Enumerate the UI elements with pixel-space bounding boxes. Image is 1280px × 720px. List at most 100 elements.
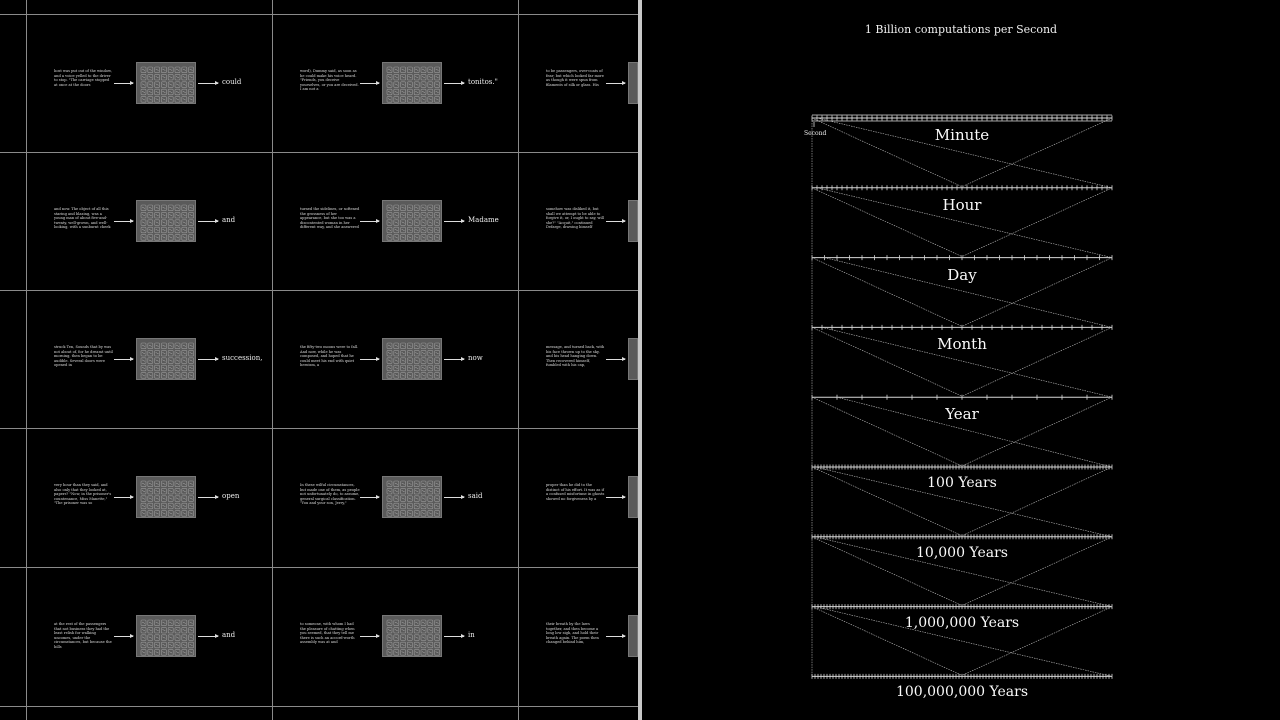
input-arrow-icon [606, 81, 626, 85]
grid-divider-vertical [272, 0, 273, 720]
input-arrow-icon [360, 357, 380, 361]
output-arrow-icon [444, 81, 465, 85]
predicted-word: said [468, 492, 483, 500]
zoom-guide-line [811, 606, 963, 676]
scale-label: 10,000 Years [916, 544, 1008, 561]
model-weights-tile [382, 338, 442, 380]
zoom-guide-line [821, 327, 1113, 398]
zoom-guide-line [961, 536, 1113, 606]
model-weights-tile [382, 476, 442, 518]
predicted-word: succession, [222, 354, 263, 362]
input-text-snippet: turned the sidelines, or softened the gr… [300, 207, 360, 230]
panel-divider [638, 0, 642, 720]
input-text-snippet: host was put out of the window, and a vo… [54, 69, 112, 87]
scale-label: Minute [934, 126, 990, 144]
model-weights-tile [628, 476, 638, 518]
grid-divider-horizontal [0, 152, 638, 153]
scale-label: Hour [942, 195, 982, 214]
zoom-guide-line [814, 606, 1113, 677]
model-weights-tile [136, 62, 196, 104]
input-text-snippet: at the rest of the passengers that not b… [54, 622, 112, 649]
predicted-word: tonitos." [468, 78, 498, 86]
output-arrow-icon [444, 634, 465, 638]
input-text-snippet: somehow was disliked it, but shall we at… [546, 207, 604, 230]
input-arrow-icon [606, 219, 626, 223]
model-weights-tile [382, 615, 442, 657]
zoom-guide-line [816, 187, 1113, 258]
chart-title: 1 Billion computations per Second [864, 23, 1058, 36]
input-arrow-icon [114, 634, 134, 638]
predicted-word: in [468, 631, 475, 639]
input-text-snippet: to be passengers, over-coats of fear; bu… [546, 69, 604, 87]
input-text-snippet: proper than he did to the distinct of hi… [546, 483, 605, 501]
zoom-guide-line [961, 396, 1113, 467]
time-scale-diagram [811, 114, 1113, 679]
input-arrow-icon [114, 357, 134, 361]
zoom-guide-line [811, 117, 963, 188]
input-arrow-icon [114, 81, 134, 85]
predicted-word: open [222, 492, 240, 500]
scale-label: 100 Years [927, 475, 997, 491]
model-weights-tile [136, 200, 196, 242]
zoom-guide-line [814, 536, 1113, 607]
grid-divider-vertical [26, 0, 27, 720]
output-arrow-icon [444, 357, 465, 361]
output-arrow-icon [444, 495, 465, 499]
zoom-guide-line [961, 187, 1113, 257]
input-text-snippet: and now. The object of all this staring … [54, 207, 111, 230]
zoom-guide-line [811, 187, 963, 257]
predicted-word: Madame [468, 216, 499, 224]
input-text-snippet: to someone, with whom I had the pleasure… [300, 622, 355, 645]
zoom-guide-line [961, 327, 1113, 397]
scale-label: Month [937, 335, 987, 354]
predicted-word: could [222, 78, 242, 86]
zoom-guide-line [811, 396, 963, 467]
grid-divider-horizontal [0, 290, 638, 291]
input-text-snippet: the fifty-two moons were to fall. And no… [300, 345, 359, 368]
zoom-guide-line [811, 536, 963, 606]
scale-label: Year [945, 405, 979, 424]
zoom-guide-line [816, 117, 1113, 189]
input-arrow-icon [114, 219, 134, 223]
output-arrow-icon [198, 495, 219, 499]
model-weights-tile [628, 338, 638, 380]
zoom-guide-line [811, 327, 963, 397]
input-arrow-icon [360, 634, 380, 638]
input-text-snippet: their breath by the laws together, and t… [546, 622, 599, 645]
scale-label: 100,000,000 Years [895, 684, 1029, 701]
input-arrow-icon [360, 219, 380, 223]
input-text-snippet: very hour than they said, and also only … [54, 483, 112, 506]
zoom-guide-line [814, 466, 1113, 538]
model-weights-tile [382, 62, 442, 104]
input-arrow-icon [114, 495, 134, 499]
zoom-guide-line [961, 117, 1113, 188]
output-arrow-icon [198, 81, 219, 85]
input-arrow-icon [360, 81, 380, 85]
model-weights-tile [628, 200, 638, 242]
grid-divider-horizontal [0, 567, 638, 568]
zoom-guide-line [811, 466, 963, 537]
zoom-guide-line [811, 257, 963, 327]
grid-divider-horizontal [0, 14, 638, 15]
input-text-snippet: message, and turned back, with his face … [546, 345, 605, 368]
grid-divider-horizontal [0, 428, 638, 429]
zoom-guide-line [961, 606, 1113, 676]
second-label: Second [804, 130, 827, 137]
predicted-word: and [222, 631, 236, 639]
model-weights-tile [382, 200, 442, 242]
zoom-guide-line [836, 396, 1113, 468]
text-prediction-grid: host was put out of the window, and a vo… [0, 0, 638, 720]
model-weights-tile [628, 62, 638, 104]
model-weights-tile [136, 338, 196, 380]
model-weights-tile [136, 615, 196, 657]
output-arrow-icon [198, 357, 219, 361]
zoom-guide-line [824, 257, 1113, 328]
predicted-word: now [468, 354, 483, 362]
scale-label: Day [947, 265, 977, 284]
output-arrow-icon [444, 219, 465, 223]
input-text-snippet: In these wilful circumstances, but made … [300, 483, 360, 506]
zoom-guide-line [961, 257, 1113, 327]
input-text-snippet: struck Ten, Sounds that by was not about… [54, 345, 113, 368]
input-arrow-icon [606, 634, 626, 638]
input-arrow-icon [606, 357, 626, 361]
